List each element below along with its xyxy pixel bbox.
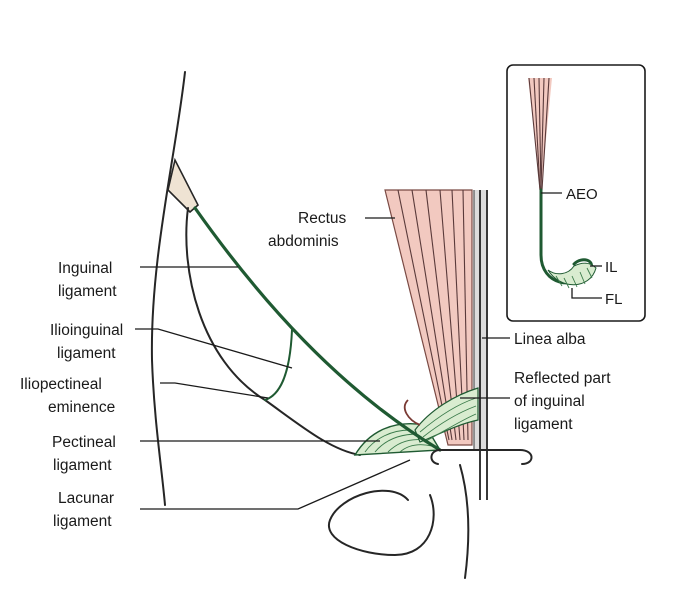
- label-linea-alba: Linea alba: [514, 331, 586, 348]
- leader-ilioinguinal-ligament: [135, 328, 293, 369]
- inset-label-fl: FL: [605, 291, 623, 308]
- inset-label-aeo: AEO: [566, 186, 598, 203]
- label-reflected-part-line2: of inguinal: [514, 393, 585, 410]
- label-inguinal-ligament-line1: Inguinal: [58, 260, 112, 277]
- body-wall-outline: [150, 71, 186, 506]
- inguinal-ligament: [193, 206, 442, 452]
- pubic-ramus-outline: [459, 464, 470, 579]
- inset-panel: AEO IL FL: [506, 64, 646, 322]
- linea-alba: [473, 190, 488, 500]
- reflected-part-inguinal-ligament: [403, 387, 479, 443]
- label-pectineal-ligament-line1: Pectineal: [52, 434, 116, 451]
- leader-iliopectineal-eminence: [160, 382, 269, 399]
- label-iliopectineal-eminence-line2: eminence: [48, 399, 115, 416]
- label-reflected-part-line1: Reflected part: [514, 370, 611, 387]
- iliac-inner-contour: [185, 207, 361, 456]
- inset-aponeurosis: [528, 77, 552, 191]
- pubic-crest: [430, 449, 533, 465]
- label-inguinal-ligament-line2: ligament: [58, 283, 117, 300]
- inset-leader-fl: [571, 288, 602, 299]
- leader-lacunar-ligament: [140, 459, 411, 510]
- label-ilioinguinal-ligament-line2: ligament: [57, 345, 116, 362]
- label-rectus-abdominis-line1: Rectus: [298, 210, 346, 227]
- label-lacunar-ligament-line2: ligament: [53, 513, 112, 530]
- label-pectineal-ligament-line2: ligament: [53, 457, 112, 474]
- inset-ligament-fill: [547, 262, 597, 286]
- label-reflected-part-line3: ligament: [514, 416, 573, 433]
- obturator-outline: [327, 489, 435, 556]
- iliac-spine: [167, 157, 199, 214]
- label-lacunar-ligament-line1: Lacunar: [58, 490, 114, 507]
- label-iliopectineal-eminence-line1: Iliopectineal: [20, 376, 102, 393]
- inset-label-il: IL: [605, 259, 618, 276]
- iliopectineal-arch: [264, 329, 293, 401]
- label-rectus-abdominis-line2: abdominis: [268, 233, 339, 250]
- label-ilioinguinal-ligament-line1: Ilioinguinal: [50, 322, 123, 339]
